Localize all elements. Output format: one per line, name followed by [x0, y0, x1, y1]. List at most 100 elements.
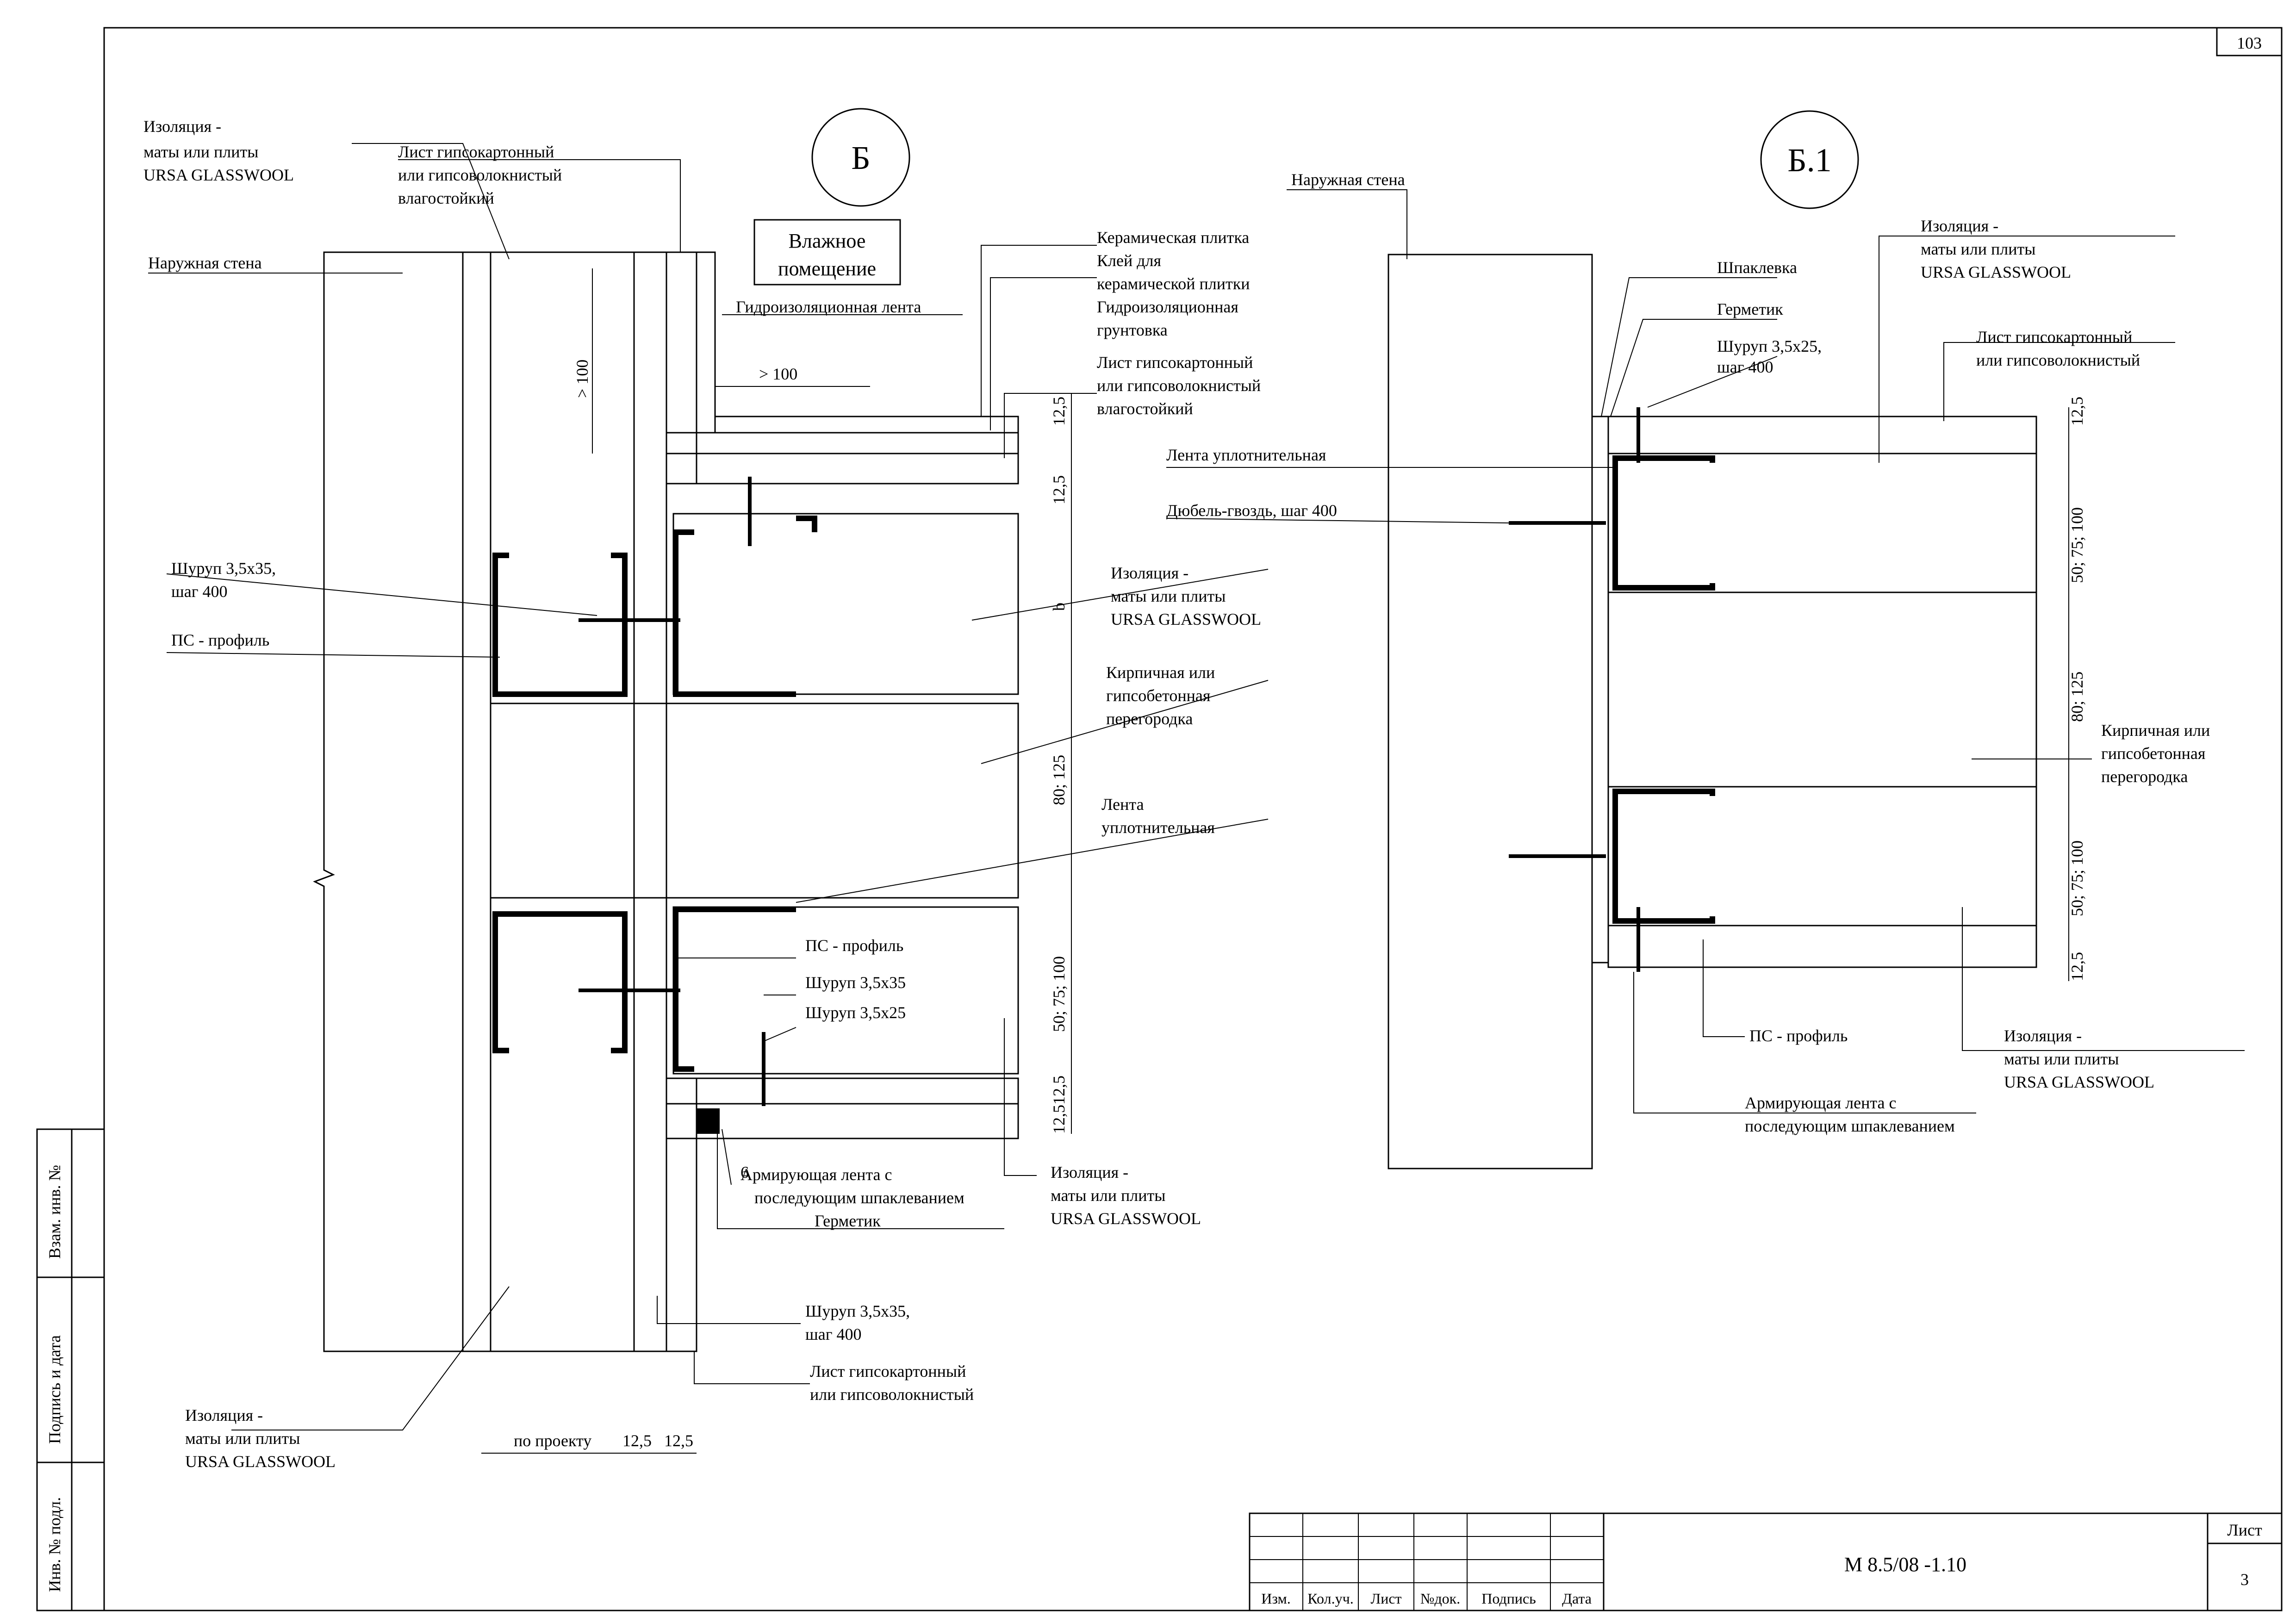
- leader-gkl-bottom: [694, 1351, 810, 1384]
- lbl-ins-top-2: маты или плиты: [143, 143, 258, 161]
- lbl-b1-brick-1: Кирпичная или: [2101, 721, 2210, 740]
- gkl-layer-2-bot-b: [666, 1077, 697, 1352]
- lbl-ins-right-1: Изоляция -: [1051, 1163, 1128, 1181]
- detail-b-marker-circle: [811, 108, 910, 207]
- lbl-screw-top-1: Шуруп 3,5х35,: [171, 559, 276, 578]
- lbl-brick-b-2: гипсобетонная: [1106, 686, 1210, 705]
- lbl-reinf-2: последующим шпаклеванием: [754, 1188, 964, 1207]
- gkl-bottom-b1: [1607, 925, 2037, 968]
- lbl-tile-4: Гидроизоляционная: [1097, 298, 1238, 316]
- detail-b1-marker-circle: [1760, 110, 1859, 209]
- lbl-b1-ins-top-1: Изоляция -: [1921, 217, 1998, 235]
- plaster-layer-b: [462, 251, 492, 1352]
- wet-room-line2: помещение: [778, 257, 876, 280]
- lbl-b1-brick-3: перегородка: [2101, 767, 2188, 786]
- insulation-top-b1: [1607, 453, 2037, 593]
- leader-ins-mid: [971, 569, 1269, 621]
- lbl-b1-ps: ПС - профиль: [1749, 1026, 1848, 1045]
- putty-strip-b1: [1591, 416, 1609, 964]
- lbl-seal-1: Лента: [1101, 795, 1144, 814]
- lbl-b1-outer-wall: Наружная стена: [1291, 170, 1405, 189]
- side-stamp: Взам. инв. № Подпись и дата Инв. № подл.: [36, 1128, 105, 1611]
- lbl-b1-reinf-1: Армирующая лента с: [1745, 1094, 1897, 1112]
- dim-b-12-5d: 12,5: [664, 1431, 693, 1450]
- lbl-b1-dowel: Дюбель-гвоздь, шаг 400: [1166, 501, 1337, 520]
- leader-ins-right: [1004, 1018, 1037, 1176]
- dim-b-80-125: 80; 125: [1050, 755, 1068, 805]
- lbl-gkl-2: или гипсоволокнистый: [398, 166, 562, 184]
- dim-b-gt100-h: > 100: [759, 365, 797, 383]
- ps-profile-b-4: [673, 907, 796, 1072]
- lbl-b1-ins-top-3: URSA GLASSWOOL: [1921, 263, 2071, 281]
- leader-b1-outer: [1287, 189, 1407, 259]
- lbl-b1-brick-2: гипсобетонная: [2101, 744, 2205, 763]
- lbl-b1-screw-2: шаг 400: [1717, 358, 1773, 376]
- lbl-brick-b-3: перегородка: [1106, 709, 1193, 728]
- leader-b1-ps: [1703, 939, 1745, 1037]
- ps-profile-b-2b: [796, 516, 817, 532]
- gkl-bottom-1-b: [666, 1077, 1019, 1105]
- lbl-b1-seal-tape: Лента уплотнительная: [1166, 446, 1326, 464]
- tb-h-podpis: Подпись: [1481, 1590, 1536, 1607]
- dim-b-12-5-12-5: 12,512,5: [1050, 1076, 1068, 1134]
- lbl-screw-bottom-2: шаг 400: [805, 1325, 861, 1343]
- lbl-gkl2-3: влагостойкий: [1097, 399, 1193, 418]
- gkl-horizontal-1-b: [666, 432, 1019, 454]
- tile-horizontal-b: [714, 416, 1019, 434]
- insulation-vertical-b: [490, 251, 635, 1352]
- leader-sealant: [717, 1134, 1004, 1229]
- leader-b1-gkl: [1943, 342, 2175, 421]
- dim-b-50-75-100: 50; 75; 100: [1050, 956, 1068, 1032]
- dim-b-6: 6: [740, 1163, 749, 1181]
- detail-b-marker: Б: [851, 139, 870, 176]
- ps-profile-b-1: [492, 553, 628, 697]
- side-stamp-inv: Инв. № подл.: [45, 1497, 64, 1592]
- dim-b-12-5b: 12,5: [1050, 475, 1068, 504]
- leader-b1-reinf: [1633, 972, 1976, 1113]
- lbl-gkl-bottom-2: или гипсоволокнистый: [810, 1385, 974, 1404]
- lbl-b1-ins-bot-3: URSA GLASSWOOL: [2004, 1073, 2154, 1091]
- title-block: Изм. Кол.уч. Лист №док. Подпись Дата М 8…: [1249, 1512, 2283, 1611]
- detail-b1-marker: Б.1: [1787, 142, 1831, 179]
- leader-b1-putty: [1601, 277, 1777, 417]
- dim-b1-12-5-bot: 12,5: [2068, 952, 2086, 981]
- leader-glue: [990, 277, 1097, 430]
- lbl-tile-3: керамической плитки: [1097, 274, 1250, 293]
- dim-b-by-project: по проекту: [514, 1431, 591, 1450]
- gkl-top-b1: [1607, 416, 2037, 454]
- leader-ins-top: [352, 143, 510, 260]
- leader-tile: [981, 245, 1097, 417]
- leader-ins-bottom: [231, 1286, 510, 1430]
- lbl-sealant-b: Герметик: [815, 1212, 881, 1230]
- brick-partition-b1: [1607, 591, 2037, 788]
- gkl-bottom-2-b: [666, 1103, 1019, 1139]
- lbl-gkl2-2: или гипсоволокнистый: [1097, 376, 1261, 395]
- sheet-label: Лист: [2227, 1521, 2262, 1539]
- dim-b1-80-125: 80; 125: [2068, 672, 2086, 722]
- lbl-ins-mid-3: URSA GLASSWOOL: [1111, 610, 1261, 628]
- leader-gkl2: [1004, 393, 1097, 458]
- leader-ps-profile: [166, 652, 500, 658]
- brick-partition-b: [490, 703, 1019, 899]
- lbl-seal-2: уплотнительная: [1101, 818, 1215, 837]
- lbl-tile-5: грунтовка: [1097, 321, 1168, 339]
- lbl-gkl2-1: Лист гипсокартонный: [1097, 353, 1253, 372]
- leader-b1-ins-top: [1879, 236, 2175, 463]
- leader-seal: [796, 819, 1269, 903]
- lbl-tile-1: Керамическая плитка: [1097, 228, 1249, 247]
- lbl-gkl-3: влагостойкий: [398, 189, 494, 207]
- lbl-outer-wall-b: Наружная стена: [148, 254, 262, 272]
- dim-b-gt100-v: > 100: [573, 360, 591, 398]
- tb-h-list: Лист: [1370, 1590, 1401, 1607]
- ps-profile-b1-1: [1612, 455, 1715, 591]
- detail-b: Б Влажное помещение: [143, 108, 1269, 1471]
- outer-wall-b1: [1388, 254, 1593, 1169]
- lbl-ps2: ПС - профиль: [805, 936, 903, 955]
- wet-room-box: [753, 219, 901, 286]
- lbl-ins-bottom-3: URSA GLASSWOOL: [185, 1452, 336, 1471]
- document-code: М 8.5/08 -1.10: [1844, 1553, 1966, 1576]
- lbl-gkl-bottom-1: Лист гипсокартонный: [810, 1362, 966, 1380]
- lbl-b1-screw-1: Шуруп 3,5х25,: [1717, 337, 1822, 355]
- lbl-brick-b-1: Кирпичная или: [1106, 663, 1215, 682]
- leader-b1-sealant: [1610, 319, 1777, 417]
